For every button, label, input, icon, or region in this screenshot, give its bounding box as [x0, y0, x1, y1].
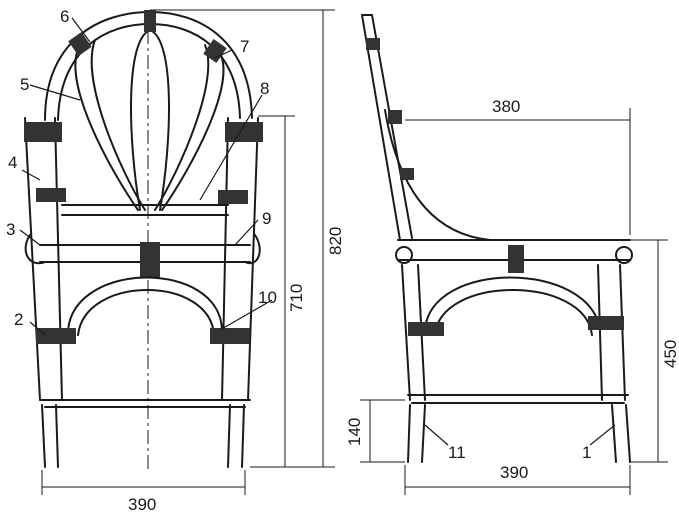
leader-lines-side	[424, 424, 616, 446]
binding-10	[210, 328, 250, 344]
label-10: 10	[258, 288, 277, 307]
dim-380: 380	[492, 97, 520, 116]
binding-7	[203, 39, 227, 63]
front-view	[19, 9, 335, 495]
stretcher	[39, 399, 251, 408]
back-post-side	[361, 14, 413, 241]
back-curve-side	[384, 109, 491, 241]
dim-390-side: 390	[500, 463, 528, 482]
binding-6	[68, 32, 92, 56]
dim-710: 710	[287, 284, 306, 312]
dim-line-710	[258, 115, 295, 467]
label-9: 9	[262, 209, 271, 228]
dim-450: 450	[661, 340, 679, 368]
dim-line-380	[405, 108, 631, 235]
right-petal	[154, 44, 225, 211]
front-labels: 6 7 5 8 4 3 9 2 10 820 710 390	[6, 7, 345, 514]
binding-top	[144, 10, 156, 32]
binding-side-low	[400, 168, 414, 180]
binding-4	[36, 188, 66, 202]
binding-side-back	[588, 316, 624, 330]
dim-line-820	[150, 9, 335, 468]
seat-curl	[24, 234, 261, 265]
label-11: 11	[448, 443, 466, 462]
seat-end-back	[615, 246, 633, 264]
center-petal	[130, 29, 170, 211]
binding-side-front	[408, 322, 444, 336]
back-posts	[24, 117, 259, 401]
stretcher-side	[407, 394, 629, 404]
label-7: 7	[240, 37, 249, 56]
left-petal	[74, 39, 146, 211]
label-3: 3	[6, 220, 15, 239]
dim-line-390-side	[404, 465, 631, 495]
dim-820: 820	[326, 227, 345, 255]
binding-8	[218, 190, 248, 204]
label-2: 2	[14, 310, 23, 329]
binding-post-right	[225, 122, 263, 142]
dim-390-front: 390	[128, 495, 156, 514]
dim-140: 140	[345, 418, 364, 446]
leader-lines	[19, 17, 273, 336]
binding-seat-side	[508, 245, 524, 273]
label-1: 1	[582, 443, 591, 462]
binding-2	[36, 328, 76, 344]
front-legs	[41, 404, 245, 468]
leg-arch-side	[424, 276, 601, 336]
binding-side-mid	[388, 110, 402, 124]
label-5: 5	[20, 75, 29, 94]
dim-line-140	[360, 399, 405, 463]
lower-legs-side	[407, 404, 631, 463]
dim-line-390-front	[41, 470, 246, 495]
side-view	[360, 14, 668, 495]
label-6: 6	[60, 7, 69, 26]
label-8: 8	[260, 79, 269, 98]
binding-seat	[140, 242, 160, 278]
binding-side-top	[366, 38, 380, 50]
seat-end-front	[395, 246, 413, 264]
leg-arch	[67, 276, 223, 336]
binding-post-left	[24, 122, 62, 142]
dim-line-450	[630, 239, 668, 463]
side-labels: 380 450 140 11 1 390	[345, 97, 679, 482]
back-rail	[61, 204, 229, 216]
label-4: 4	[8, 153, 17, 172]
